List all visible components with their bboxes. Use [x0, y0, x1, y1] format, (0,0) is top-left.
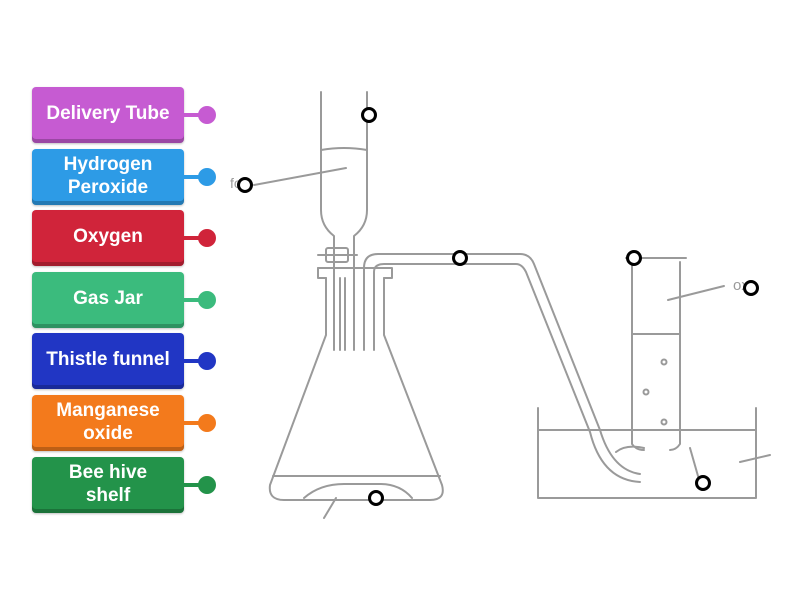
drag-handle-dot[interactable]: [198, 229, 216, 247]
label-card-gas-jar[interactable]: Gas Jar: [32, 272, 184, 328]
thistle-funnel-drawing: [317, 91, 368, 351]
drag-handle-dot[interactable]: [198, 168, 216, 186]
target-pin[interactable]: [626, 250, 642, 266]
trough-drawing: [537, 407, 757, 499]
gas-jar-drawing: [625, 257, 703, 491]
drag-handle-dot[interactable]: [198, 106, 216, 124]
label-connector: [184, 175, 200, 179]
label-connector: [184, 421, 200, 425]
delivery-tube-drawing: [363, 253, 645, 483]
label-card-thistle-funnel[interactable]: Thistle funnel: [32, 333, 184, 389]
drag-handle-dot[interactable]: [198, 476, 216, 494]
label-connector: [184, 483, 200, 487]
label-text: Oxygen: [73, 226, 143, 247]
target-pin[interactable]: [452, 250, 468, 266]
label-connector: [184, 236, 200, 240]
drag-handle-dot[interactable]: [198, 414, 216, 432]
label-text: Delivery Tube: [46, 103, 170, 124]
label-fragment-left: fo: [230, 175, 242, 191]
drag-handle-dot[interactable]: [198, 352, 216, 370]
target-pin[interactable]: [237, 177, 253, 193]
conical-flask-drawing: [268, 267, 444, 501]
label-connector: [184, 298, 200, 302]
label-connector: [184, 359, 200, 363]
label-text: Thistle funnel: [46, 349, 170, 370]
target-pin[interactable]: [368, 490, 384, 506]
label-card-delivery-tube[interactable]: Delivery Tube: [32, 87, 184, 143]
target-pin[interactable]: [695, 475, 711, 491]
label-card-oxygen[interactable]: Oxygen: [32, 210, 184, 266]
label-text: Gas Jar: [73, 288, 143, 309]
label-connector: [184, 113, 200, 117]
target-pin[interactable]: [361, 107, 377, 123]
target-pin[interactable]: [743, 280, 759, 296]
drag-handle-dot[interactable]: [198, 291, 216, 309]
